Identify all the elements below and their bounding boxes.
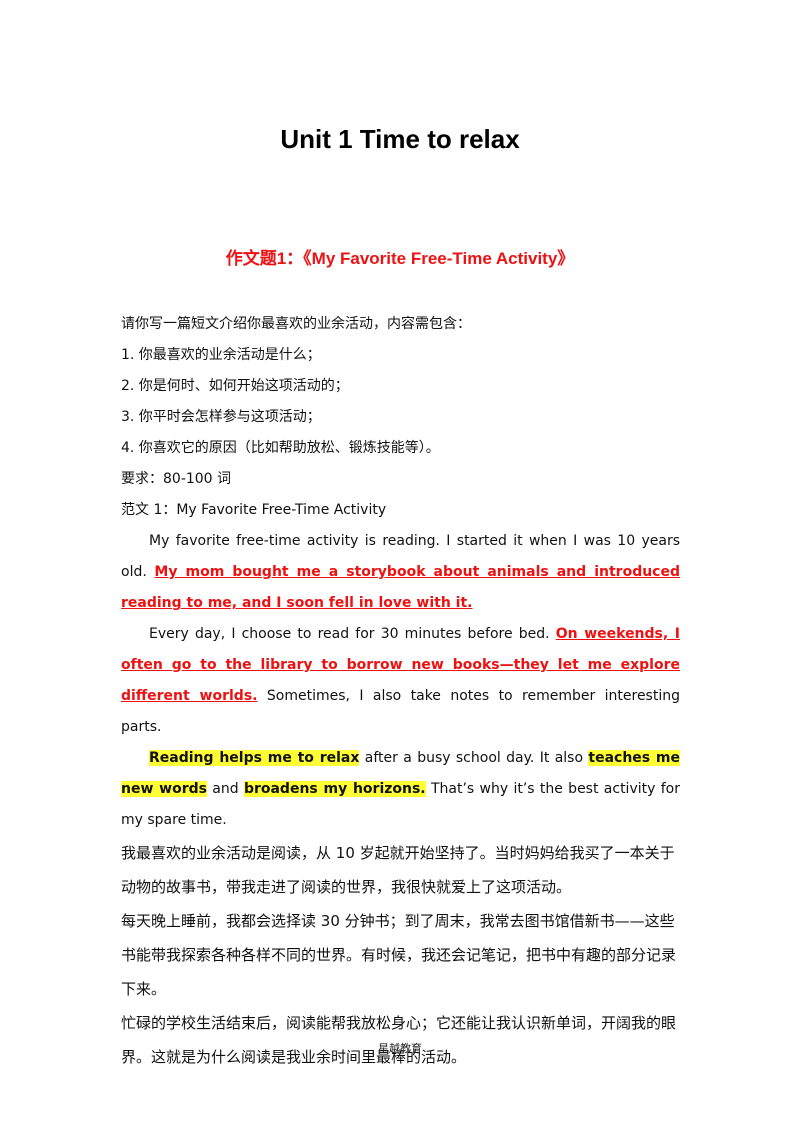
essay-paragraph-2: Every day, I choose to read for 30 minut… [121, 619, 680, 743]
prompt-item-2: 2. 你是何时、如何开始这项活动的； [121, 378, 349, 394]
prompt-item-1: 1. 你最喜欢的业余活动是什么； [121, 347, 321, 363]
translation-paragraph-3: 忙碌的学校生活结束后，阅读能帮我放松身心；它还能让我认识新单词，开阔我的眼界。这… [121, 1014, 677, 1066]
prompt-item-4: 4. 你喜欢它的原因（比如帮助放松、锻炼技能等）。 [121, 440, 440, 456]
sample-label: 范文 1：My Favorite Free-Time Activity [121, 502, 387, 518]
essay-text: Sometimes, I also take notes to remember… [121, 688, 680, 735]
red-underlined-sentence: My mom bought me a storybook about anima… [121, 564, 680, 611]
essay-text: That’s why it’s the best activity for my… [121, 781, 680, 828]
essay-topic-heading: 作文题1：《My Favorite Free-Time Activity》 [225, 249, 575, 268]
highlighted-phrase: Reading helps me to relax [149, 750, 360, 766]
translation-paragraph-2: 每天晚上睡前，我都会选择读 30 分钟书；到了周末，我常去图书馆借新书——这些书… [121, 912, 677, 998]
prompt-item-3: 3. 你平时会怎样参与这项活动； [121, 409, 321, 425]
essay-paragraph-3: Reading helps me to relax after a busy s… [121, 743, 681, 836]
page-title: Unit 1 Time to relax [280, 124, 520, 154]
prompt-requirement: 要求：80-100 词 [121, 471, 232, 487]
highlighted-phrase: broadens my horizons. [243, 781, 426, 797]
translation-paragraph-1: 我最喜欢的业余活动是阅读，从 10 岁起就开始坚持了。当时妈妈给我买了一本关于动… [121, 844, 675, 896]
essay-paragraph-1: My favorite free-time activity is readin… [121, 526, 680, 619]
essay-text: Every day, I choose to read for 30 minut… [149, 626, 556, 642]
prompt-intro: 请你写一篇短文介绍你最喜欢的业余活动，内容需包含： [121, 316, 471, 332]
essay-text: after a busy school day. It also [359, 750, 589, 766]
red-underlined-sentence: On weekends, I often go to the library t… [121, 626, 680, 704]
essay-text: My favorite free-time activity is readin… [121, 533, 680, 580]
page-footer: 星越教育 [378, 1042, 422, 1055]
content-body: 请你写一篇短文介绍你最喜欢的业余活动，内容需包含： 1. 你最喜欢的业余活动是什… [121, 309, 681, 1074]
essay-text: and [206, 781, 244, 797]
